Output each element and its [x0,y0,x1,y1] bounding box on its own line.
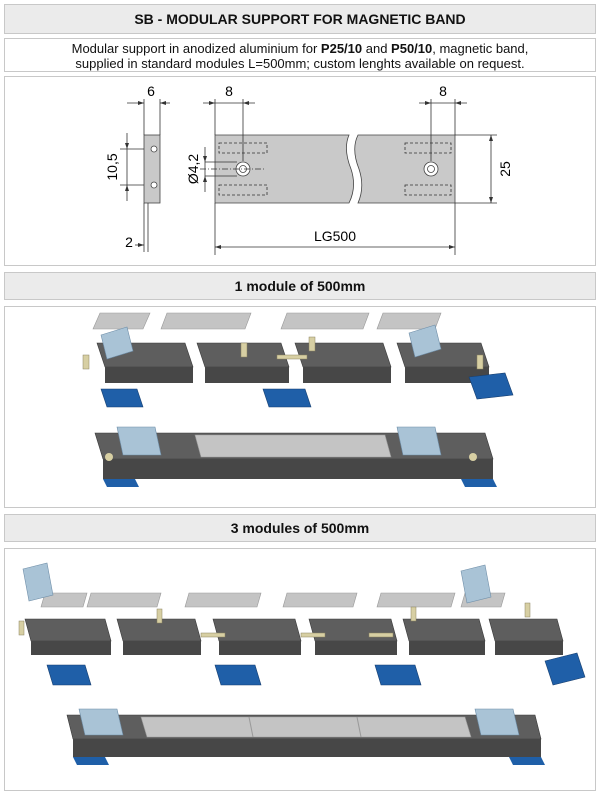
section-heading-3-modules: 3 modules of 500mm [4,514,596,542]
dim-8-right-label: 8 [439,83,447,99]
desc-text-3: , magnetic band, [432,41,529,56]
section-1-heading-text: 1 module of 500mm [234,278,366,294]
desc-text-2: and [362,41,392,56]
product-p50: P50/10 [391,41,433,56]
illustration-3-svg [18,562,586,765]
profile-top-view-right [354,134,456,204]
illustration-3-modules [4,548,596,791]
section-2-heading-text: 3 modules of 500mm [230,520,370,536]
drawing-svg: 6 8 8 10,5 Ø4,2 25 2 LG500 [104,83,513,255]
illustration-1-module [4,306,596,508]
illustration-1-svg [82,312,514,487]
description: Modular support in anodized aluminium fo… [4,38,596,72]
section-heading-1-module: 1 module of 500mm [4,272,596,300]
dim-6-label: 6 [147,83,155,99]
desc-text-1: Modular support in anodized aluminium fo… [71,41,321,56]
dim-2-label: 2 [125,234,133,250]
dim-8-left-label: 8 [225,83,233,99]
desc-text-4: supplied in standard modules L=500mm; cu… [75,56,525,71]
profile-top-view-left [214,134,354,204]
profile-side-view [143,134,161,204]
product-p25: P25/10 [320,41,363,56]
dim-hole-label: Ø4,2 [185,154,201,185]
page-title: SB - MODULAR SUPPORT FOR MAGNETIC BAND [4,4,596,34]
title-text: SB - MODULAR SUPPORT FOR MAGNETIC BAND [134,11,466,27]
dim-10-5-label: 10,5 [104,153,120,180]
dim-length-label: LG500 [314,228,356,244]
dim-25-label: 25 [497,161,513,177]
technical-drawing: 6 8 8 10,5 Ø4,2 25 2 LG500 [4,76,596,266]
